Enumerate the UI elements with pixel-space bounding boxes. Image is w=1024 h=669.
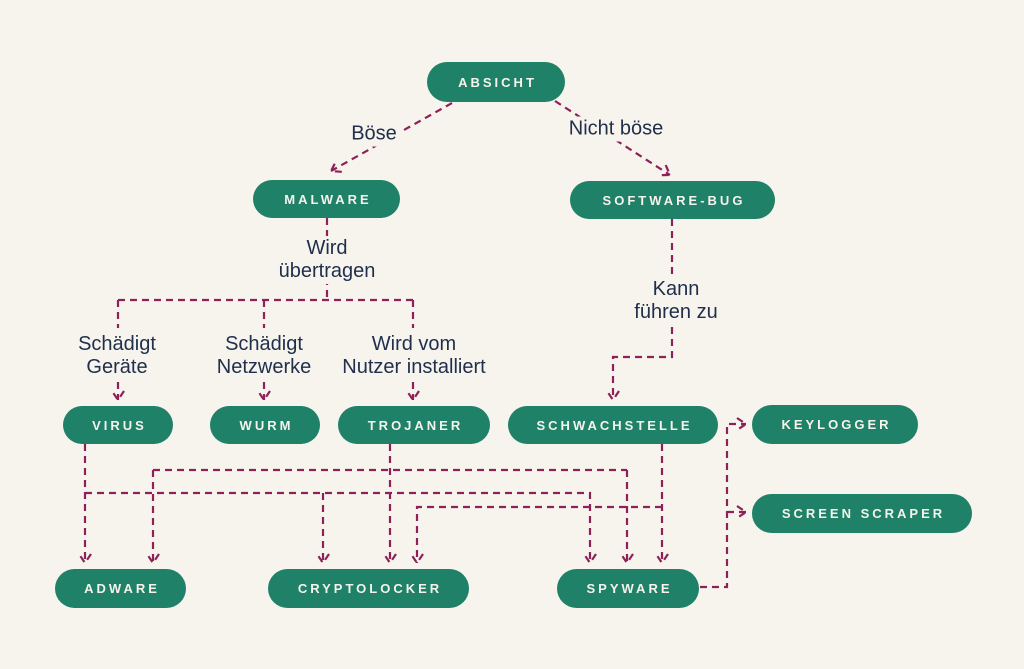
edge-label-line: Schädigt (225, 333, 303, 355)
edge-label-line: Wird (306, 237, 348, 259)
node-label: TROJANER (367, 417, 464, 433)
node-software-bug: SOFTWARE-BUG (570, 181, 775, 219)
node-virus: VIRUS (63, 406, 173, 444)
node-screen-scraper: SCREEN SCRAPER (752, 494, 972, 533)
edge-label-nicht-boese: Nicht böse (562, 116, 670, 142)
edge-label-boese: Böse (345, 121, 403, 147)
edge-label-line: führen zu (634, 301, 718, 323)
node-label: WURM (239, 417, 294, 433)
edge-label-schaedigt-geraete: Schädigt Geräte (72, 332, 162, 380)
edge-label-wird-uebertragen: Wird übertragen (272, 236, 382, 284)
edge-label-line: Geräte (86, 356, 148, 378)
node-absicht: ABSICHT (427, 62, 565, 102)
edge-spyware-keylogger (700, 424, 746, 589)
node-label: KEYLOGGER (781, 417, 892, 432)
node-label: SCREEN SCRAPER (781, 506, 946, 521)
node-label: CRYPTOLOCKER (297, 581, 443, 596)
node-trojaner: TROJANER (338, 406, 490, 444)
edge-label-wird-vom-nutzer: Wird vom Nutzer installiert (336, 332, 492, 380)
edge-label-line: Nutzer installiert (342, 356, 486, 378)
node-keylogger: KEYLOGGER (752, 405, 918, 444)
edge-label-line: Schädigt (78, 333, 156, 355)
edge-label-text: Böse (351, 122, 397, 145)
edge-virus-spyware (85, 493, 590, 563)
node-wurm: WURM (210, 406, 320, 444)
edge-label-kann-fuehren-zu: Kann führen zu (628, 277, 724, 325)
edge-label-line: Kann (652, 278, 700, 300)
node-label: ADWARE (84, 581, 160, 596)
node-label: SOFTWARE-BUG (602, 192, 746, 208)
edge-schwachstelle-cryptolocker (417, 507, 662, 563)
node-label: SPYWARE (586, 581, 673, 596)
edge-label-line: übertragen (278, 260, 376, 282)
edge-absicht-softwarebug (555, 101, 670, 175)
node-schwachstelle: SCHWACHSTELLE (508, 406, 718, 444)
node-label: VIRUS (92, 417, 147, 433)
edge-label-text: Nicht böse (568, 117, 664, 140)
node-adware: ADWARE (55, 569, 186, 608)
node-label: SCHWACHSTELLE (536, 417, 693, 433)
node-malware: MALWARE (253, 180, 400, 218)
edge-label-line: Wird vom (371, 333, 457, 355)
edge-label-line: Netzwerke (216, 356, 312, 378)
node-spyware: SPYWARE (557, 569, 699, 608)
node-cryptolocker: CRYPTOLOCKER (268, 569, 469, 608)
edge-label-schaedigt-netzwerke: Schädigt Netzwerke (210, 332, 318, 380)
node-label: MALWARE (284, 191, 372, 207)
node-label: ABSICHT (458, 74, 537, 90)
